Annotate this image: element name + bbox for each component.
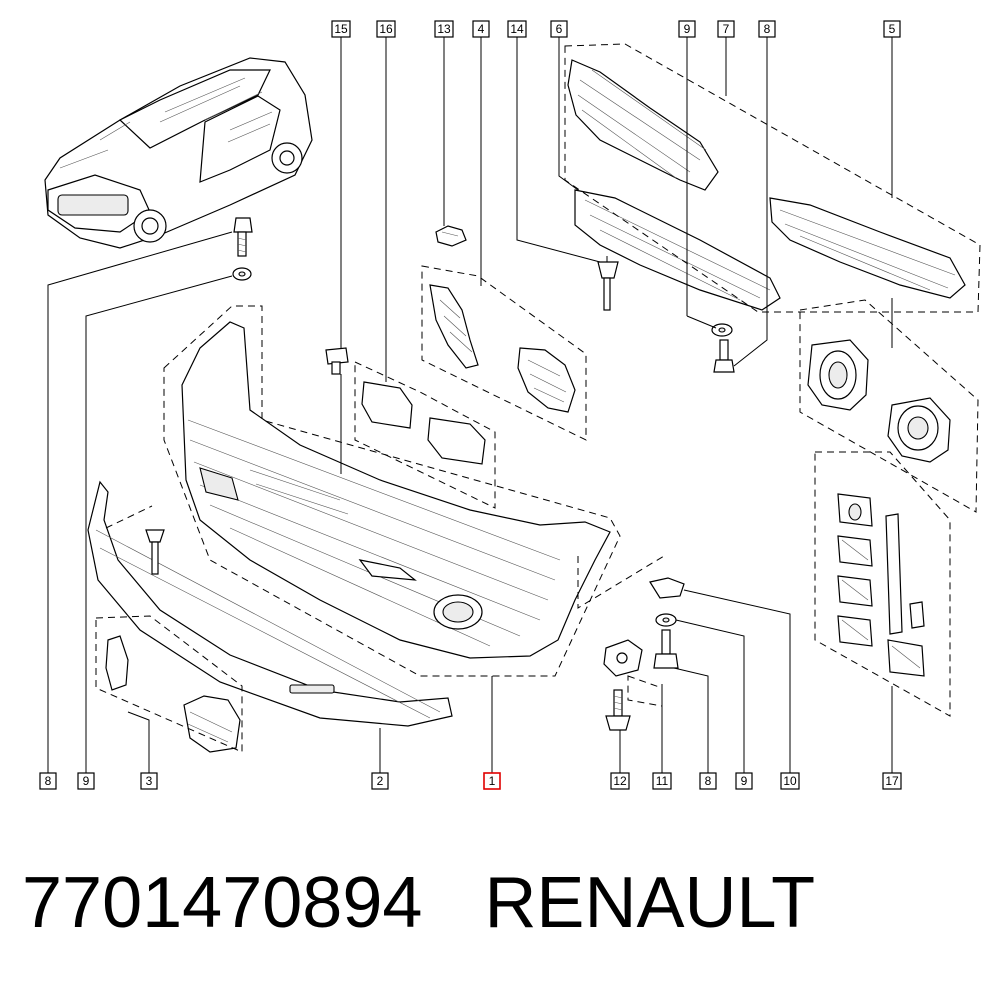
- callout-label: 16: [379, 22, 393, 36]
- callout-17[interactable]: 17: [882, 772, 902, 790]
- callout-9-bottom-left[interactable]: 9: [77, 772, 95, 790]
- parts-exploded-diagram: 15 16 13 4 14 6 9 7 8 5 8 9: [39, 20, 981, 790]
- callout-label: 9: [83, 774, 90, 788]
- callout-7[interactable]: 7: [717, 20, 735, 38]
- callout-8-bottom-left[interactable]: 8: [39, 772, 57, 790]
- callout-10[interactable]: 10: [780, 772, 800, 790]
- fog-lamp-housings: [807, 339, 951, 463]
- spoiler-2: [87, 480, 453, 727]
- fog-caps-3: [105, 635, 241, 753]
- callout-4[interactable]: 4: [472, 20, 490, 38]
- callout-9-top[interactable]: 9: [678, 20, 696, 38]
- bolt-8-left: [233, 217, 253, 257]
- callout-label: 9: [741, 774, 748, 788]
- bumper-1: [181, 321, 611, 659]
- washer-9-right: [711, 323, 733, 337]
- callout-label: 14: [510, 22, 524, 36]
- callout-label: 13: [437, 22, 451, 36]
- callout-13[interactable]: 13: [434, 20, 454, 38]
- callout-label: 15: [334, 22, 348, 36]
- callout-12[interactable]: 12: [610, 772, 630, 790]
- clip-10: [649, 577, 685, 599]
- callout-label: 4: [478, 22, 485, 36]
- callout-label: 8: [764, 22, 771, 36]
- callout-16[interactable]: 16: [376, 20, 396, 38]
- bolt-8-lower: [653, 629, 679, 669]
- clip-15: [325, 347, 349, 375]
- callout-label: 9: [684, 22, 691, 36]
- callout-1-selected[interactable]: 1: [483, 772, 501, 790]
- callout-label: 1: [489, 774, 496, 788]
- callout-15[interactable]: 15: [331, 20, 351, 38]
- callout-label: 12: [613, 774, 627, 788]
- callout-label: 11: [656, 774, 669, 788]
- callout-label: 5: [889, 22, 896, 36]
- callout-11[interactable]: 11: [652, 772, 672, 790]
- callout-label: 10: [783, 774, 797, 788]
- nut-11: [603, 639, 643, 677]
- callout-label: 3: [146, 774, 153, 788]
- callout-label: 6: [556, 22, 563, 36]
- car-illustration: [44, 57, 313, 249]
- callout-8-bottom-right[interactable]: 8: [699, 772, 717, 790]
- kit-17: [837, 493, 925, 677]
- rivet-near-spoiler: [145, 529, 165, 575]
- rivet-14: [597, 256, 619, 311]
- screw-12: [605, 689, 631, 731]
- callout-9-bottom-right[interactable]: 9: [735, 772, 753, 790]
- callout-label: 2: [377, 774, 384, 788]
- callout-label: 17: [885, 774, 899, 788]
- callout-label: 7: [723, 22, 730, 36]
- callout-8-top[interactable]: 8: [758, 20, 776, 38]
- absorber-5: [769, 197, 966, 299]
- bracket-4: [429, 284, 576, 413]
- leader-lines: [47, 36, 893, 774]
- absorber-6: [567, 59, 781, 311]
- callout-label: 8: [705, 774, 712, 788]
- bracket-16: [361, 381, 486, 465]
- brand-name: RENAULT: [484, 863, 816, 943]
- callout-2[interactable]: 2: [371, 772, 389, 790]
- callout-6[interactable]: 6: [550, 20, 568, 38]
- callout-14[interactable]: 14: [507, 20, 527, 38]
- callout-label: 8: [45, 774, 52, 788]
- washer-9-left: [232, 267, 252, 281]
- bolt-8-right: [713, 339, 735, 373]
- part-caption: 7701470894 RENAULT: [22, 858, 982, 958]
- callout-5[interactable]: 5: [883, 20, 901, 38]
- clip-13: [435, 225, 467, 247]
- washer-9-lower: [655, 613, 677, 627]
- part-number: 7701470894: [22, 863, 423, 943]
- callout-3[interactable]: 3: [140, 772, 158, 790]
